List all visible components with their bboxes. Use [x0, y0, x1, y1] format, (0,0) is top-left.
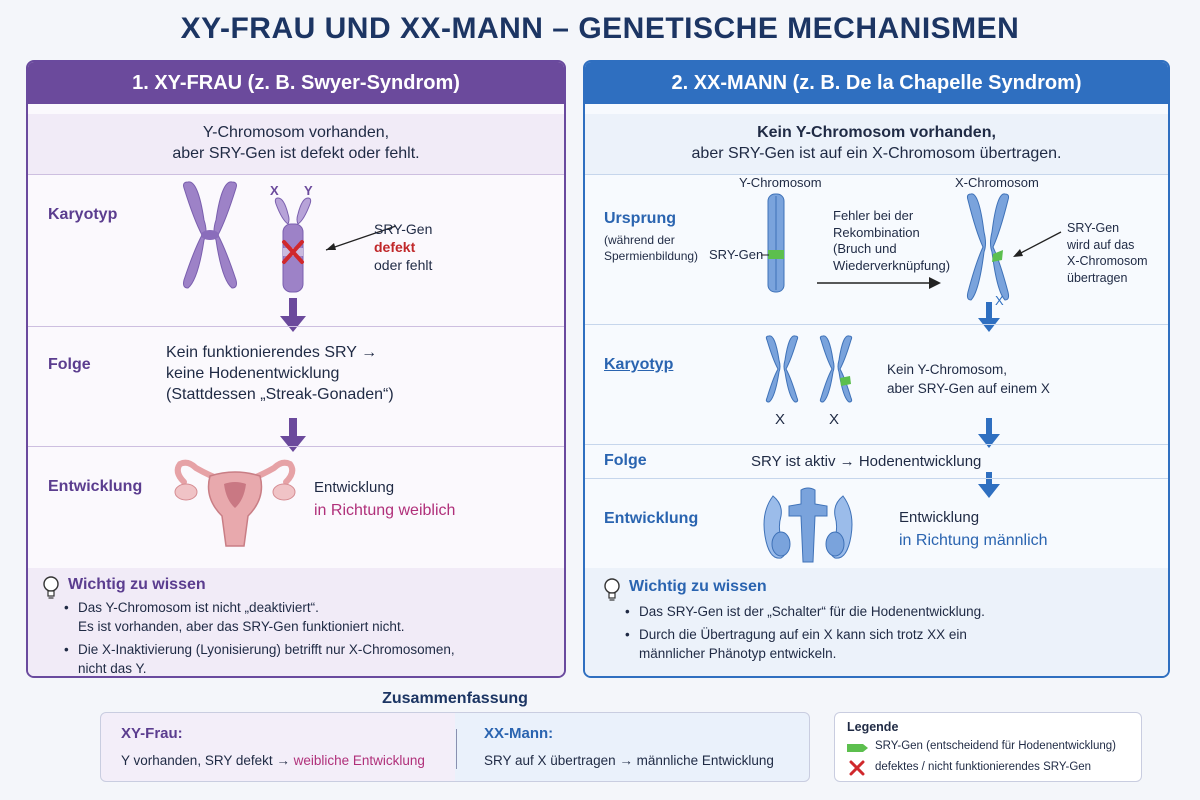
legend-item-sry: SRY-Gen (entscheidend für Hodenentwicklu… — [875, 740, 1117, 752]
info-title: Wichtig zu wissen — [629, 578, 767, 595]
down-arrow-icon — [280, 418, 306, 452]
karyo-x1: X — [775, 411, 786, 428]
down-arrow-icon — [978, 302, 1000, 332]
lightbulb-icon — [604, 578, 620, 601]
y-chromosome-icon — [767, 193, 785, 293]
xy-frau-intro: Y-Chromosom vorhanden, aber SRY-Gen ist … — [28, 114, 564, 174]
x-mark: X — [995, 293, 1004, 308]
x-chromosome-icon — [966, 193, 1010, 301]
summary-title: Zusammenfassung — [382, 690, 528, 707]
ursprung-sub: (während der Spermienbildung) — [604, 233, 699, 263]
xy-frau-header: 1. XY-FRAU (z. B. Swyer-Syndrom) — [28, 62, 564, 104]
y-chrom-label: Y-Chromosom — [739, 175, 822, 190]
xx-mann-header: 2. XX-MANN (z. B. De la Chapelle Syndrom… — [585, 62, 1168, 104]
chrom-x-letter: X — [270, 183, 279, 198]
down-arrow-icon — [280, 298, 306, 332]
info-item: Die X-Inaktivierung (Lyonisierung) betri… — [64, 640, 554, 676]
intro-line: aber SRY-Gen ist auf ein X-Chromosom übe… — [691, 145, 1062, 162]
uterus-icon — [174, 459, 296, 547]
legend-item-defect: defektes / nicht funktionierendes SRY-Ge… — [875, 761, 1092, 773]
folge-line: (Stattdessen „Streak-Gonaden“) — [166, 386, 394, 403]
summary-divider — [456, 729, 457, 769]
xy-info-box: Wichtig zu wissen Das Y-Chromosom ist ni… — [28, 568, 564, 676]
info-item: Durch die Übertragung auf ein X kann sic… — [625, 625, 1145, 663]
folge-text: Kein funktionierendes SRY → keine Hodene… — [166, 342, 394, 405]
entwicklung-text: Entwicklung in Richtung männlich — [899, 509, 1048, 549]
legend-title: Legende — [847, 720, 899, 734]
entwicklung-label: Entwicklung — [48, 478, 143, 495]
karyo-text: Kein Y-Chromosom, aber SRY-Gen auf einem… — [887, 362, 1050, 396]
recombination-arrow — [817, 277, 941, 289]
sry-defect-text: SRY-Gen defekt oder fehlt — [374, 220, 432, 274]
xx-mann-panel: 2. XX-MANN (z. B. De la Chapelle Syndrom… — [583, 60, 1170, 678]
divider — [585, 324, 1168, 325]
intro-line: aber SRY-Gen ist defekt oder fehlt. — [172, 145, 420, 162]
folge-label: Folge — [604, 452, 647, 469]
xx-mann-intro: Kein Y-Chromosom vorhanden, aber SRY-Gen… — [585, 114, 1168, 174]
entwicklung-weiblich: in Richtung weiblich — [314, 502, 456, 519]
divider — [585, 174, 1168, 175]
page-title: XY-FRAU UND XX-MANN – GENETISCHE MECHANI… — [180, 12, 1020, 45]
summary-xx-text: SRY auf X übertragen → männliche Entwick… — [484, 753, 774, 768]
karyo-x-chromosome-icon — [765, 335, 799, 403]
folge-line: keine Hodenentwicklung — [166, 365, 340, 382]
sry-transfer-text: SRY-Gen wird auf das X-Chromosom übertra… — [1067, 221, 1148, 285]
summary-xy-text: Y vorhanden, SRY defekt → weibliche Entw… — [121, 753, 425, 768]
summary-xy-title: XY-Frau: — [121, 725, 183, 742]
sry-line: SRY-Gen — [374, 221, 433, 237]
karyotyp-label: Karyotyp — [604, 356, 674, 373]
info-list: Das SRY-Gen ist der „Schalter“ für die H… — [625, 602, 1145, 667]
intro-line: Y-Chromosom vorhanden, — [202, 124, 390, 141]
entwicklung-maennlich: in Richtung männlich — [899, 532, 1048, 549]
xx-info-box: Wichtig zu wissen Das SRY-Gen ist der „S… — [585, 568, 1168, 676]
sry-defekt: defekt — [374, 239, 416, 255]
down-arrow-icon — [978, 472, 1000, 498]
legend-box: Legende SRY-Gen (entscheidend für Hodene… — [834, 712, 1142, 782]
entwicklung-line: Entwicklung — [314, 479, 395, 496]
chromosome-x-icon — [183, 181, 237, 289]
chromosome-y-icon — [274, 197, 312, 293]
defect-x-icon — [849, 760, 865, 776]
sry-gen-label: SRY-Gen — [709, 247, 764, 262]
fehler-text: Fehler bei der Rekombination (Bruch und … — [833, 208, 951, 273]
divider — [585, 444, 1168, 445]
karyotyp-label: Karyotyp — [48, 206, 118, 223]
divider — [28, 446, 564, 447]
chrom-y-letter: Y — [304, 183, 313, 198]
karyo-x-sry-chromosome-icon — [819, 335, 853, 403]
divider — [28, 174, 564, 175]
info-item: Das Y-Chromosom ist nicht „deaktiviert“.… — [64, 598, 554, 636]
folge-text: SRY ist aktiv → Hodenentwicklung — [751, 453, 982, 470]
summary-xx-title: XX-Mann: — [484, 725, 554, 742]
pointer-arrow — [1013, 231, 1062, 257]
info-title: Wichtig zu wissen — [68, 576, 206, 593]
info-item: Das SRY-Gen ist der „Schalter“ für die H… — [625, 602, 1145, 621]
pointer-arrow — [325, 225, 397, 251]
summary-box: XY-Frau: Y vorhanden, SRY defekt → weibl… — [100, 712, 810, 782]
xy-frau-panel: 1. XY-FRAU (z. B. Swyer-Syndrom) Y-Chrom… — [26, 60, 566, 678]
karyo-x2: X — [829, 411, 840, 428]
folge-label: Folge — [48, 356, 91, 373]
sry-connector — [761, 254, 769, 256]
male-reproductive-icon — [763, 487, 853, 563]
info-list: Das Y-Chromosom ist nicht „deaktiviert“.… — [64, 598, 554, 676]
intro-line: Kein Y-Chromosom vorhanden, — [757, 124, 996, 141]
down-arrow-icon — [978, 418, 1000, 448]
divider — [585, 478, 1168, 479]
sry-gene-legend-icon — [847, 744, 868, 752]
sry-line: oder fehlt — [374, 257, 433, 273]
lightbulb-icon — [43, 576, 59, 599]
x-chrom-label: X-Chromosom — [955, 175, 1039, 190]
entwicklung-text: Entwicklung in Richtung weiblich — [314, 478, 455, 521]
folge-line: Kein funktionierendes SRY → — [166, 344, 378, 361]
divider — [28, 326, 564, 327]
ursprung-label: Ursprung — [604, 210, 676, 227]
entwicklung-label: Entwicklung — [604, 510, 699, 527]
